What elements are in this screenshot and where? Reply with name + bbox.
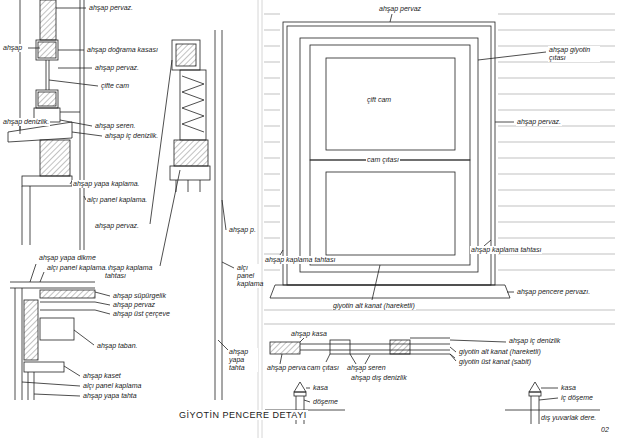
drawing-title: GİYOTİN PENCERE DETAYI (178, 410, 308, 420)
part-label: ahşap pervaz. (516, 118, 562, 126)
part-label: ahşap denizlik. (2, 118, 50, 126)
part-label: kasa (312, 384, 329, 392)
part-label: ahşap pervaz. (88, 4, 134, 12)
part-label: iç döşeme (560, 394, 594, 402)
part-label: ahşap pervaz. (94, 222, 140, 230)
part-label: giyotin üst kanat (sabit) (458, 358, 532, 366)
part-label: çift cam (366, 96, 392, 104)
part-label: ahşap taban. (96, 342, 138, 350)
part-label: ahşap dış denizlik (350, 374, 408, 382)
part-label: dış yuvarlak dere. (540, 414, 597, 422)
part-label: ahşap pervaz (378, 5, 422, 13)
part-label: ahşap kaset (82, 372, 122, 380)
part-label: ahşap yapa tahta (228, 348, 258, 372)
part-label: ahşap üst çerçeve (112, 310, 171, 318)
part-label: ahşap iç denizlik. (104, 132, 159, 140)
part-label: ahşap seren. (94, 122, 136, 130)
part-label: ahşap pervaz. (94, 64, 140, 72)
part-label: ahşap iç denizlik (508, 337, 561, 345)
part-label: ahşap yapa dikme (38, 254, 97, 262)
part-label: kasa (560, 384, 577, 392)
part-label: ahşap pervaz (112, 301, 156, 309)
part-label: ahşap süpürgelik (112, 292, 167, 300)
part-label: ahşap yapa kaplama. (72, 180, 141, 188)
part-label: alçı panel kaplama. (46, 264, 108, 272)
part-label: ahşap p. (228, 226, 257, 234)
part-label: giyotin alt kanat (hareketli) (332, 302, 416, 310)
part-label: giyotin alt kanat (hareketli) (458, 348, 542, 356)
part-label: alçı panel kaplama (82, 382, 142, 390)
part-label: ahşap yapa tahta (82, 392, 138, 400)
part-label: döşeme (312, 398, 339, 406)
part-label: ahşap giyotin çıtası (548, 46, 600, 62)
part-label: ahşap kasa (290, 330, 328, 338)
part-label: çifte cam (100, 82, 130, 90)
part-label: ahşap pervaz (266, 364, 310, 372)
part-label: ahşap doğrama kasası (86, 46, 159, 54)
part-label: ahşap pencere pervazı. (516, 288, 591, 296)
part-label: ahşap kaplama tahtası (470, 246, 542, 254)
part-label: alçı panel kaplama. (86, 196, 148, 204)
part-label: ahşap seren (346, 364, 387, 372)
part-label: ahşap (2, 44, 23, 52)
part-label: ahşap kaplama tahtası (104, 264, 158, 280)
part-label: alçı panel kaplama (236, 264, 260, 288)
part-label: ahşap kaplama tahtası (264, 256, 336, 264)
part-label: 02 (600, 426, 610, 434)
part-label: cam çıtası (306, 364, 340, 372)
part-label: cam çıtası (366, 156, 400, 164)
